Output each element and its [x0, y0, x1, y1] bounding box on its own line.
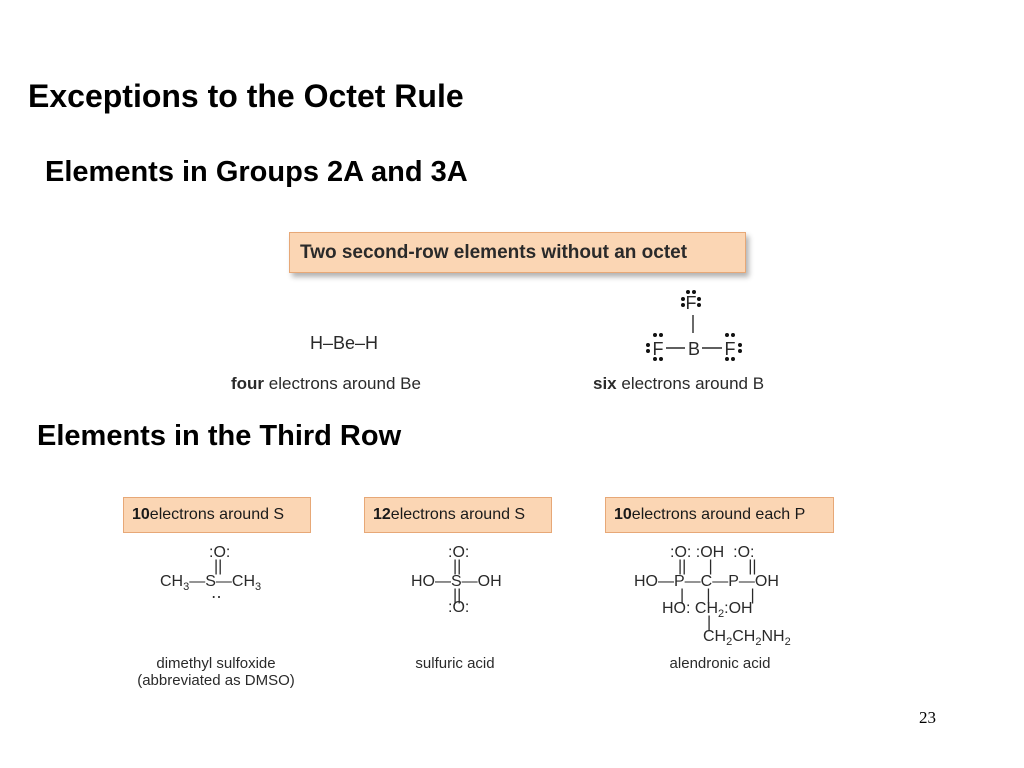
- alendronic-label-text: electrons around each P: [631, 506, 806, 523]
- sulfuric-electron-count: 12: [373, 506, 391, 523]
- dmso-name-line2: (abbreviated as DMSO): [137, 672, 295, 689]
- alendronic-electron-count: 10: [614, 506, 632, 523]
- sulfuric-label-box: 12 electrons around S: [364, 497, 552, 533]
- svg-text:F: F: [725, 339, 736, 359]
- svg-text:F: F: [653, 339, 664, 359]
- bf3-structure: F F B F: [646, 290, 742, 361]
- beh2-caption: four electrons around Be: [231, 374, 421, 394]
- page-number: 23: [919, 708, 936, 727]
- bf3-caption-bold: six: [593, 374, 617, 393]
- bf3-caption-text: electrons around B: [616, 374, 765, 393]
- dmso-electron-count: 10: [132, 506, 150, 523]
- second-row-label: Two second-row elements without an octet: [300, 241, 688, 263]
- dmso-label-text: electrons around S: [149, 506, 285, 523]
- slide-title: Exceptions to the Octet Rule: [28, 78, 464, 114]
- alendronic-label-box: 10 electrons around each P: [605, 497, 834, 533]
- svg-text:F: F: [686, 293, 697, 313]
- dmso-name-line1: dimethyl sulfoxide: [156, 655, 276, 672]
- beh2-caption-text: electrons around Be: [264, 374, 421, 393]
- bf3-caption: six electrons around B: [593, 374, 764, 394]
- dmso-label-box: 10 electrons around S: [123, 497, 311, 533]
- dmso-name: dimethyl sulfoxide (abbreviated as DMSO): [116, 655, 316, 689]
- section-heading-third-row: Elements in the Third Row: [37, 420, 402, 452]
- second-row-label-box: Two second-row elements without an octet: [289, 232, 746, 273]
- sulfuric-acid-name: sulfuric acid: [415, 655, 495, 672]
- alendronic-acid-name: alendronic acid: [669, 655, 771, 672]
- sulfuric-label-text: electrons around S: [390, 506, 526, 523]
- svg-text:B: B: [688, 339, 700, 359]
- beh2-caption-bold: four: [231, 374, 265, 393]
- beh2-structure: H–Be–H: [310, 333, 379, 353]
- section-heading-groups: Elements in Groups 2A and 3A: [45, 156, 468, 188]
